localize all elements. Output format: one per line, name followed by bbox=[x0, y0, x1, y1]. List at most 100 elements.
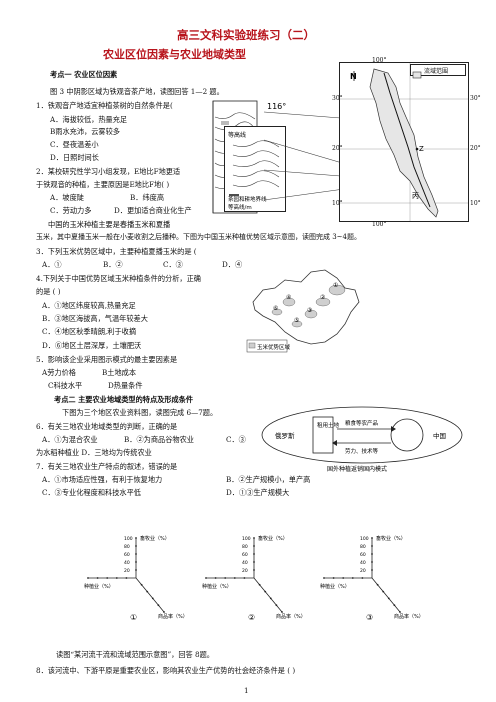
triangle-tick bbox=[135, 537, 137, 539]
triangle-tick bbox=[382, 590, 385, 593]
q4-option-c: C．④地区秋季晴朗,利于收摘 bbox=[42, 327, 137, 336]
farming-mode-diagram: 俄罗斯 租用土地 粮食等农产品 劳力、技术等 中国 国外种植返销国内模式 bbox=[257, 403, 467, 475]
corn-china-map: ① ② ③ ④ ⑤ ⑥ 玉米优势区域 bbox=[245, 262, 370, 358]
triangle-id: ① bbox=[130, 613, 137, 622]
triangle-tick bbox=[96, 577, 99, 579]
q8-intro: 读图“某河流干流和流域范围示意图”，回答 8题。 bbox=[56, 650, 214, 659]
triangle-tick bbox=[151, 597, 154, 600]
corn-legend: 玉米优势区域 bbox=[257, 343, 291, 351]
svg-text:116°: 116° bbox=[267, 102, 286, 111]
tea-legend-label-2: 茶园和耕地界线 bbox=[228, 195, 267, 203]
triangle-tick bbox=[205, 577, 207, 579]
page-number: 1 bbox=[244, 686, 249, 695]
triangle-tick bbox=[351, 577, 354, 579]
river-map-lat-10: 10° bbox=[470, 200, 481, 207]
q4-option-a: A．①地区纬度较高,热量充足 bbox=[42, 301, 136, 310]
triangle-tick bbox=[135, 545, 137, 547]
triangle-axis bbox=[371, 577, 401, 613]
q6-option-b: B．②为商品谷物农业 bbox=[124, 435, 194, 444]
triangle-tick bbox=[224, 577, 227, 579]
triangle-axis-label: 商品率（%） bbox=[394, 613, 424, 620]
river-map-lat-30: 30° bbox=[470, 95, 481, 102]
river-map-lat-10-left: 10° bbox=[332, 200, 343, 207]
triangle-tick bbox=[87, 577, 89, 579]
q1-option-c: C．昼夜温差小 bbox=[50, 140, 99, 149]
q2-option-a: A．坡度陡 bbox=[50, 193, 84, 202]
triangle-tick bbox=[135, 553, 137, 555]
triangle-axis-label: 种植业（%） bbox=[84, 583, 114, 590]
q5-option-a: A劳力价格 bbox=[42, 368, 76, 377]
section1-heading: 考点一 农业区位因素 bbox=[50, 70, 118, 79]
q4-option-d: D．⑥地区土层深厚，土壤肥沃 bbox=[42, 341, 142, 350]
triangle-tick bbox=[281, 611, 283, 613]
triangle-tick bbox=[135, 561, 137, 563]
triangle-tick bbox=[371, 545, 373, 547]
page-subtitle: 农业区位因素与农业地域类型 bbox=[103, 48, 246, 61]
q1-stem: 1．铁观音产地适宜种植茶树的自然条件是( bbox=[36, 101, 173, 110]
triangle-axis bbox=[135, 577, 165, 613]
q5-option-b: B土地成本 bbox=[102, 368, 137, 377]
q4-option-b: B．③地区海拔高，气温年较差大 bbox=[42, 314, 148, 323]
corn-intro-1: 中国的玉米种植主要是春播玉米和夏播 bbox=[48, 220, 171, 229]
triangle-tick bbox=[214, 577, 217, 579]
mode-left: 俄罗斯 bbox=[275, 431, 295, 440]
q3-option-c: C．③ bbox=[163, 260, 183, 269]
triangle-tick bbox=[146, 590, 149, 593]
q2-option-c: C．劳动力多 bbox=[50, 206, 92, 215]
river-map: N Z 丙 bbox=[339, 62, 469, 222]
q3-option-d: D．④ bbox=[222, 260, 243, 269]
river-map-top-lon: 100° bbox=[372, 57, 387, 64]
triangle-tick-label: 40 bbox=[242, 560, 248, 566]
mode-caption: 国外种植返销国内模式 bbox=[327, 465, 387, 473]
triangle-tick-label: 20 bbox=[124, 568, 130, 574]
triangle-tick bbox=[264, 590, 267, 593]
triangle-tick bbox=[243, 577, 246, 579]
q7-option-d: D．①③生产规模大 bbox=[226, 488, 290, 497]
mode-right: 中国 bbox=[433, 431, 446, 440]
triangle-axis-label: 畜牧业（%） bbox=[376, 535, 406, 542]
triangle-tick bbox=[376, 583, 379, 586]
corn-region-2: ② bbox=[320, 294, 326, 301]
corn-region-1: ① bbox=[333, 282, 338, 289]
section2-heading: 考点二 主要农业地域类型的特点及形成条件 bbox=[54, 395, 194, 404]
triangle-tick bbox=[323, 577, 325, 579]
mode-middle: 租用土地 bbox=[317, 421, 340, 429]
q7-option-c: C．③专业化程度和科技水平低 bbox=[42, 488, 141, 497]
place-z: Z bbox=[419, 145, 424, 153]
mode-arrow-bottom: 劳力、技术等 bbox=[345, 447, 379, 455]
triangle-tick-label: 100 bbox=[124, 536, 133, 542]
triangle-tick bbox=[361, 577, 364, 579]
q2-option-b: B．纬度高 bbox=[130, 193, 165, 202]
mode-arrow-top: 粮食等农产品 bbox=[345, 419, 379, 427]
triangle-tick bbox=[253, 537, 255, 539]
triangle-tick bbox=[371, 569, 373, 571]
river-map-lat-20-left: 20° bbox=[332, 145, 343, 152]
q5-option-c: C科技水平 bbox=[48, 381, 83, 390]
q7-option-b: B．②生产规模小，单产高 bbox=[226, 475, 311, 484]
triangle-tick bbox=[253, 545, 255, 547]
q5-stem: 5．影响该企业采用图示模式的最主要因素是 bbox=[36, 355, 178, 364]
q2-stem-2: 于铁观音的种植，主要原因是E地比F地( ) bbox=[36, 180, 170, 189]
q6-stem: 6．有关三地农业地域类型的判断，正确的是 bbox=[36, 422, 178, 431]
river-legend-label: 流域范围 bbox=[424, 68, 449, 75]
triangle-tick-label: 80 bbox=[242, 544, 248, 550]
triangle-tick bbox=[371, 537, 373, 539]
triangle-axis-label: 商品率（%） bbox=[276, 613, 306, 620]
triangle-tick-label: 20 bbox=[242, 568, 248, 574]
triangle-tick bbox=[342, 577, 345, 579]
triangle-axis bbox=[253, 577, 283, 613]
triangle-id: ③ bbox=[366, 613, 373, 622]
q6-option-cd: 为水稻种植业 D．三地均为传统农业 bbox=[36, 448, 152, 457]
q1-option-d: D．日照时间长 bbox=[50, 153, 99, 162]
triangle-tick bbox=[253, 553, 255, 555]
triangle-tick bbox=[371, 561, 373, 563]
triangle-tick bbox=[163, 611, 165, 613]
corn-region-5: ⑤ bbox=[294, 317, 299, 324]
triangle-tick bbox=[387, 597, 390, 600]
triangle-axis-label: 畜牧业（%） bbox=[258, 535, 288, 542]
triangle-tick bbox=[275, 604, 278, 607]
corn-region-3: ③ bbox=[307, 307, 312, 314]
